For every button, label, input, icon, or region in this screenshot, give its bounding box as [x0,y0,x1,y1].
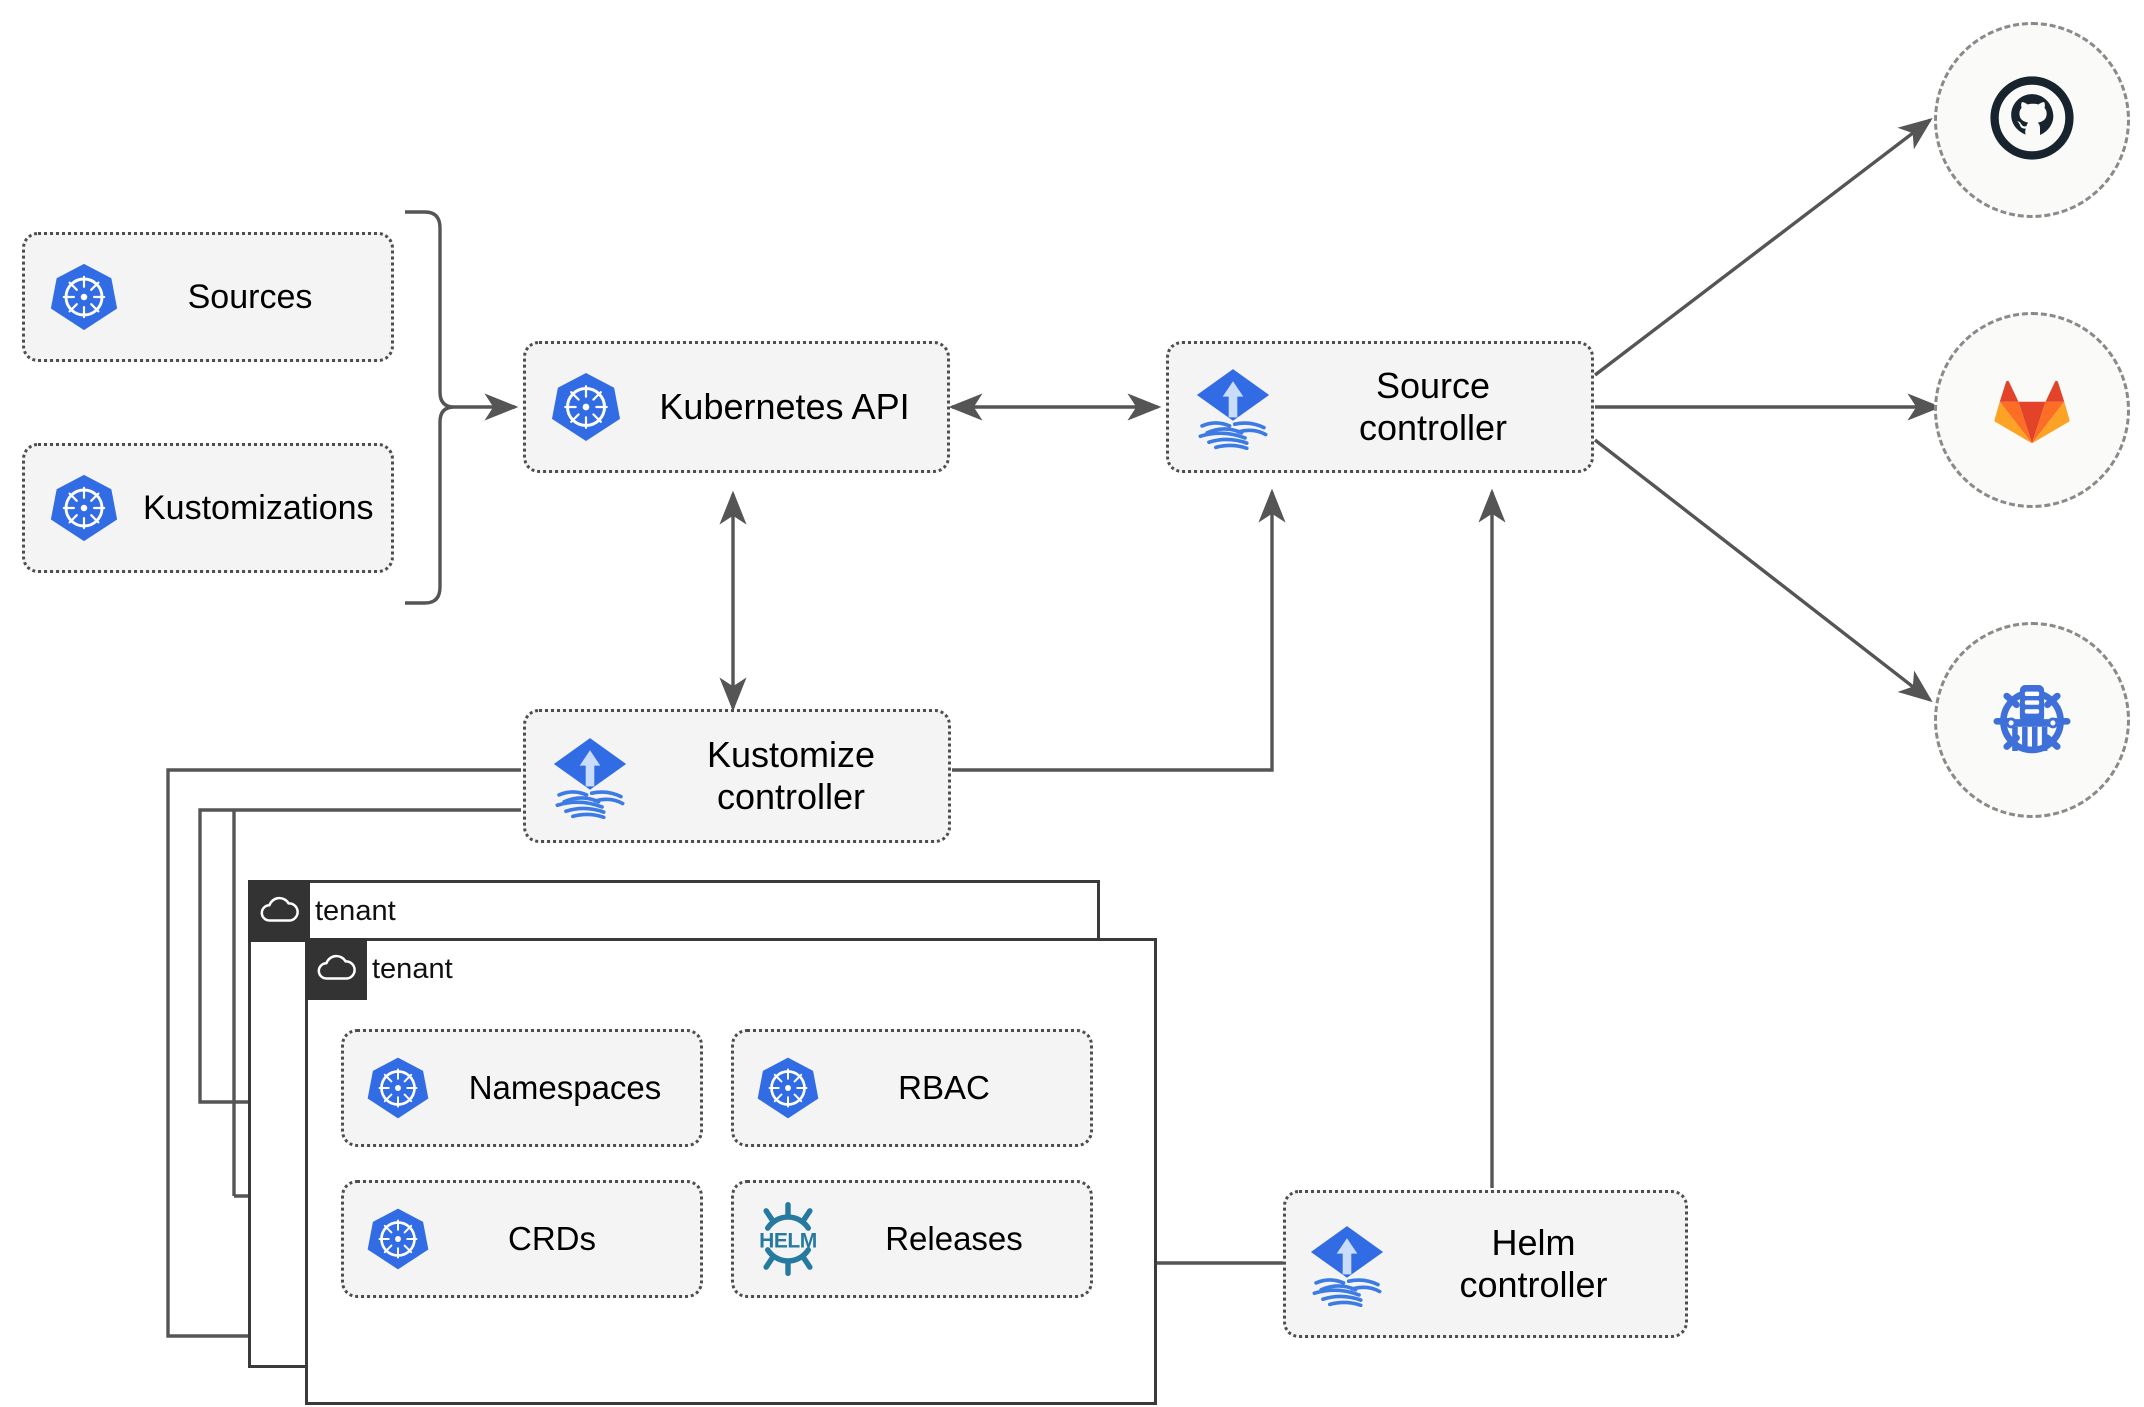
node-label: Kustomizations [143,488,374,527]
node-sources[interactable]: Sources [22,232,394,362]
tenant-label: tenant [372,952,453,985]
node-label: Source controller [1358,364,1508,448]
provider-helm-repository[interactable] [1934,622,2130,818]
node-helm-controller[interactable]: Helm controller [1283,1190,1688,1338]
github-icon [1980,66,2084,175]
node-label: CRDs [508,1219,596,1257]
flux-icon [1286,1221,1408,1307]
cloud-icon [305,938,367,1000]
provider-github[interactable] [1934,22,2130,218]
kubernetes-icon [25,261,143,333]
node-source-controller[interactable]: Source controller [1166,341,1594,473]
tenant-frame-front[interactable]: tenant [305,938,1157,1405]
node-label: Kustomize controller [706,733,876,817]
kubernetes-icon [344,1206,452,1272]
tenant-label: tenant [315,894,396,927]
node-rbac[interactable]: RBAC [731,1029,1093,1147]
flux-icon [1169,364,1297,450]
node-label: Namespaces [468,1068,662,1106]
node-label: Kubernetes API [659,385,910,427]
kubernetes-icon [526,370,646,444]
helm-repository-icon [1977,663,2087,778]
node-namespaces[interactable]: Namespaces [341,1029,703,1147]
node-label: Sources [187,277,313,316]
cloud-icon [248,880,310,942]
node-kustomizations[interactable]: Kustomizations [22,443,394,573]
kubernetes-icon [734,1055,842,1121]
helm-icon: HELM [734,1200,842,1278]
provider-gitlab[interactable] [1934,312,2130,508]
gitlab-icon [1980,356,2084,465]
kubernetes-icon [344,1055,452,1121]
node-kubernetes-api[interactable]: Kubernetes API [523,341,950,473]
node-kustomize-controller[interactable]: Kustomize controller [523,709,951,843]
node-label: Helm controller [1459,1221,1608,1305]
svg-text:HELM: HELM [759,1230,817,1253]
flux-icon [526,733,654,819]
kubernetes-icon [25,472,143,544]
node-label: Releases [885,1219,1023,1257]
node-releases[interactable]: HELM Releases [731,1180,1093,1298]
node-crds[interactable]: CRDs [341,1180,703,1298]
node-label: RBAC [898,1068,990,1106]
